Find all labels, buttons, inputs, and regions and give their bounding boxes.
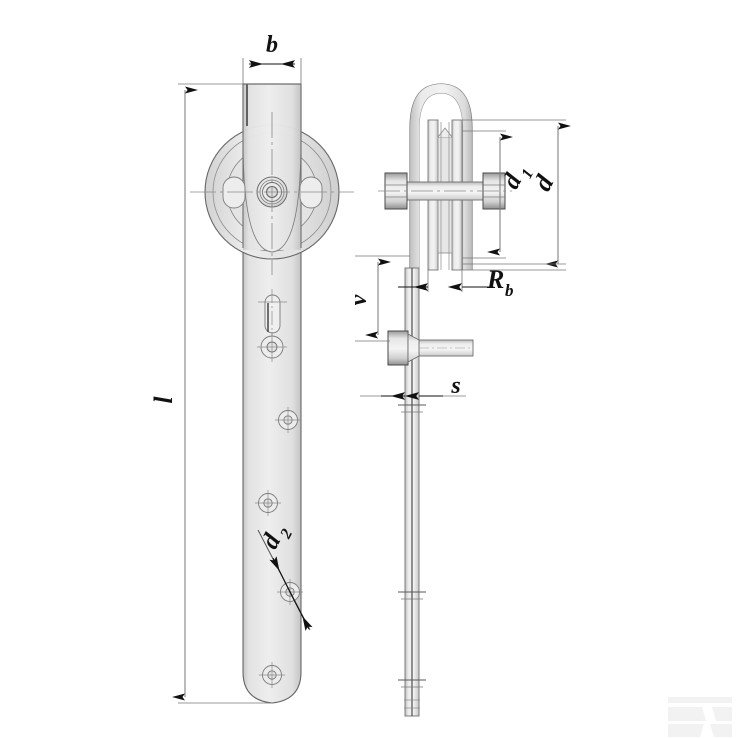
slotted-hole xyxy=(264,294,281,334)
cross-bolt-nut xyxy=(387,330,409,366)
dimension-l: l xyxy=(149,83,272,704)
watermark-logo xyxy=(668,697,732,737)
dimension-label-b: b xyxy=(266,32,278,58)
dimension-v: v xyxy=(346,255,410,342)
pulley-lightening-hole-right xyxy=(299,176,323,209)
mounting-hole-4 xyxy=(259,662,285,688)
dimension-label-Rb-sub: b xyxy=(505,281,514,300)
dimension-s: s xyxy=(360,373,466,400)
cross-bolt-head-taper xyxy=(407,333,420,363)
mounting-hole-2 xyxy=(255,490,281,516)
leader-arrow-d2-up xyxy=(269,556,293,597)
dimension-b: b xyxy=(242,32,302,84)
dimension-label-l: l xyxy=(149,396,178,404)
dimension-Rb: R b xyxy=(398,263,566,300)
sheave-groove-vee-top xyxy=(437,127,453,138)
leader-arrow-d2-down xyxy=(291,595,313,631)
dimension-label-v: v xyxy=(346,294,372,305)
mounting-hole-1 xyxy=(275,407,301,433)
dimension-label-Rb: R xyxy=(486,265,504,294)
rod-thread-marks xyxy=(398,404,426,709)
front-elevation-pulley-strap xyxy=(190,83,354,704)
yoke-body-fill xyxy=(410,84,472,270)
dimension-label-s: s xyxy=(450,373,460,399)
pulley-lightening-hole-left xyxy=(222,176,246,209)
